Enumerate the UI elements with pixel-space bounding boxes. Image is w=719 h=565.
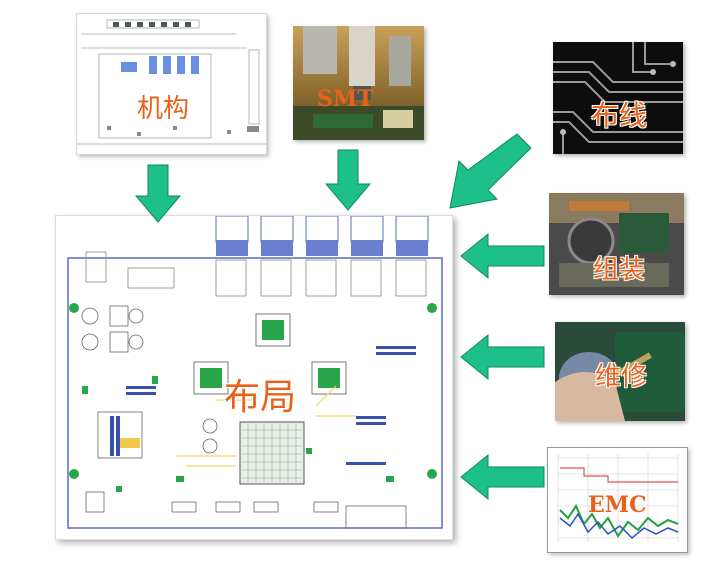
arrow-diagonal-routing bbox=[449, 133, 532, 209]
arrow-left-repair bbox=[460, 333, 545, 381]
repair-label: 维修 bbox=[595, 362, 648, 392]
assembly-panel: 组装 bbox=[549, 193, 684, 295]
mechanism-panel: 机构 bbox=[76, 13, 267, 155]
arrow-down-smt bbox=[324, 149, 372, 211]
emc-label: EMC bbox=[588, 492, 647, 518]
repair-panel: 维修 bbox=[555, 322, 685, 421]
assembly-label: 组装 bbox=[593, 255, 646, 285]
pcb-board bbox=[67, 216, 443, 529]
mechanism-label: 机构 bbox=[137, 94, 190, 124]
repair-photo bbox=[555, 322, 685, 421]
emc-plot bbox=[557, 454, 679, 542]
layout-label: 布局 bbox=[224, 377, 297, 418]
emc-panel: EMC bbox=[547, 447, 688, 553]
mechanism-drawing bbox=[77, 19, 266, 145]
smt-label: SMT bbox=[317, 86, 374, 112]
top-connectors bbox=[215, 216, 429, 256]
smt-photo bbox=[293, 26, 424, 140]
routing-label: 布线 bbox=[591, 99, 648, 132]
routing-panel: 布线 bbox=[553, 42, 683, 154]
arrow-left-assembly bbox=[460, 232, 545, 280]
arrow-left-emc bbox=[460, 453, 545, 501]
smt-panel: SMT bbox=[293, 26, 424, 140]
pcb-layout-panel: 布局 bbox=[55, 215, 453, 540]
arrow-down-mechanism bbox=[134, 164, 182, 223]
assembly-photo bbox=[549, 193, 684, 295]
routing-photo bbox=[553, 42, 683, 154]
